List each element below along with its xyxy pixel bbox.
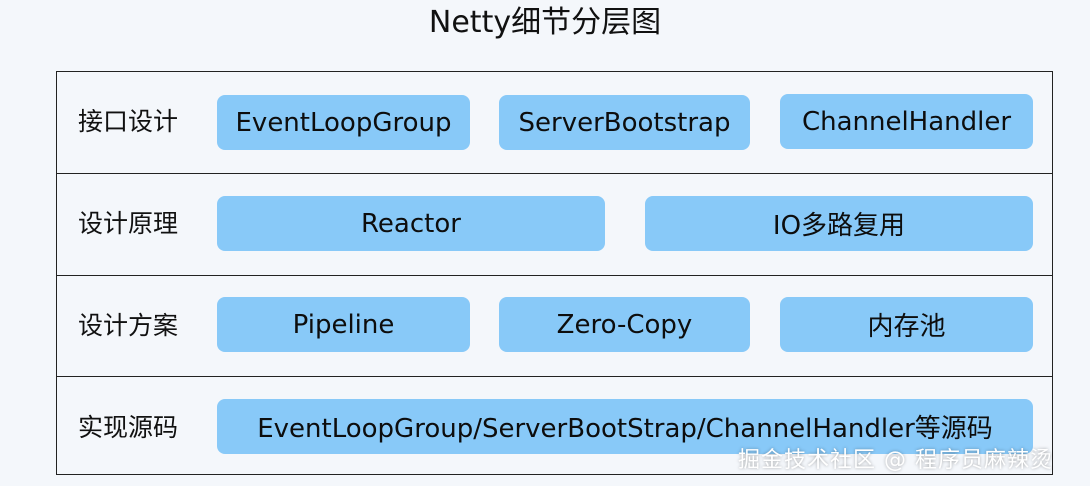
chip-pipeline: Pipeline xyxy=(217,297,470,352)
layer-design-principle: 设计原理 Reactor IO多路复用 xyxy=(57,173,1052,275)
layer-diagram: 接口设计 EventLoopGroup ServerBootstrap Chan… xyxy=(56,71,1053,475)
chip-memory-pool: 内存池 xyxy=(780,297,1033,352)
layer-design-scheme: 设计方案 Pipeline Zero-Copy 内存池 xyxy=(57,275,1052,376)
layer-interface-design: 接口设计 EventLoopGroup ServerBootstrap Chan… xyxy=(57,72,1052,173)
watermark: 掘金技术社区 @ 程序员麻辣烫 xyxy=(738,448,1053,473)
diagram-title: Netty细节分层图 xyxy=(428,5,662,40)
layer-label: 设计原理 xyxy=(78,209,179,238)
chip-serverbootstrap: ServerBootstrap xyxy=(499,95,750,150)
layer-label: 接口设计 xyxy=(78,107,179,136)
chip-io-multiplexing: IO多路复用 xyxy=(645,196,1033,251)
layer-source-implementation: 实现源码 EventLoopGroup/ServerBootStrap/Chan… xyxy=(57,376,1052,476)
chip-channelhandler: ChannelHandler xyxy=(780,94,1033,149)
chip-eventloopgroup: EventLoopGroup xyxy=(217,95,470,150)
chip-reactor: Reactor xyxy=(217,196,605,251)
chip-source-code: EventLoopGroup/ServerBootStrap/ChannelHa… xyxy=(217,399,1033,454)
layer-label: 实现源码 xyxy=(78,413,179,442)
chip-zero-copy: Zero-Copy xyxy=(499,297,750,352)
layer-label: 设计方案 xyxy=(78,311,179,340)
